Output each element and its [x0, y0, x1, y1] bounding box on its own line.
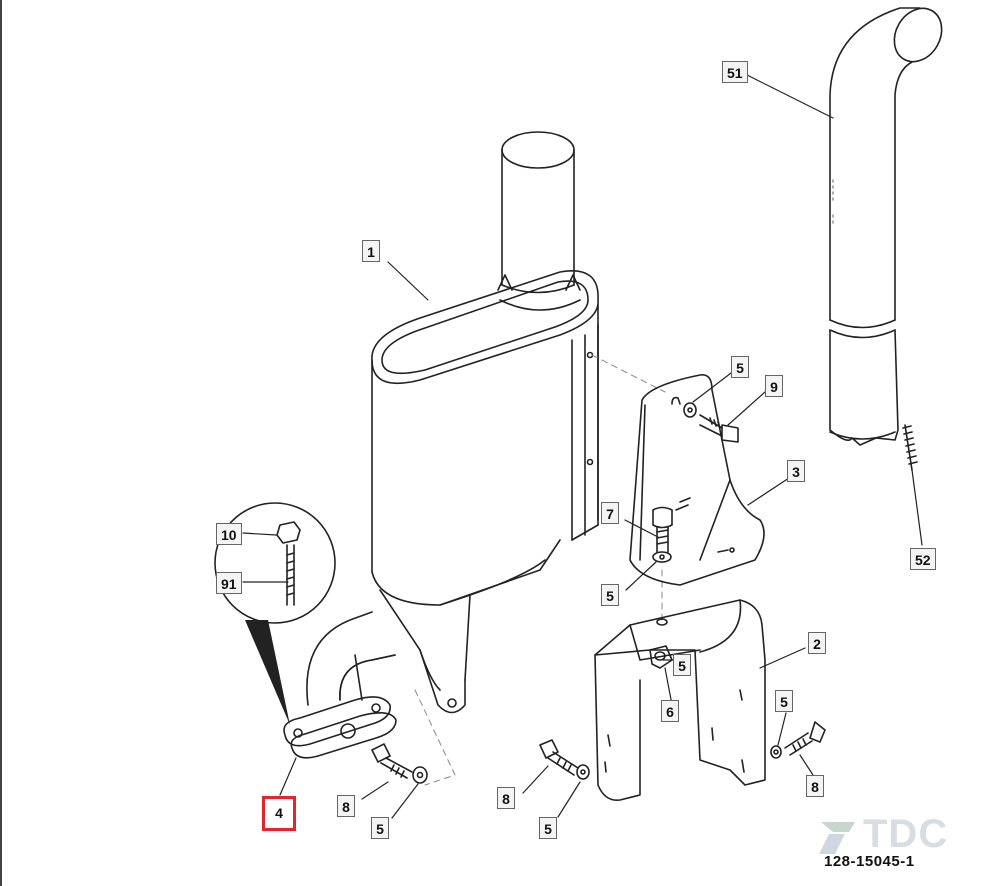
- callout-7[interactable]: 7: [601, 502, 619, 524]
- callout-8-left[interactable]: 8: [337, 795, 355, 817]
- callout-10[interactable]: 10: [216, 523, 242, 545]
- clamp-spring: [902, 424, 918, 471]
- logo-text: TDC: [863, 812, 949, 856]
- callout-9[interactable]: 9: [765, 375, 783, 397]
- callout-91[interactable]: 91: [216, 572, 242, 594]
- tail-pipe: [829, 7, 943, 446]
- figure-id: 128-15045-1: [824, 853, 915, 870]
- callout-3[interactable]: 3: [787, 460, 805, 482]
- callout-2[interactable]: 2: [808, 632, 826, 654]
- tdc-logo: TDC: [815, 812, 995, 858]
- muffler-body: [306, 131, 599, 714]
- callout-5-right[interactable]: 5: [775, 690, 793, 712]
- callout-5-upper[interactable]: 5: [731, 356, 749, 378]
- bolt-and-washer-upper: [683, 402, 739, 443]
- lower-bracket: [594, 599, 766, 802]
- callout-1[interactable]: 1: [362, 240, 380, 262]
- alignment-guides: [414, 354, 666, 786]
- nut: [649, 645, 673, 669]
- bolt-and-washer-right: [770, 721, 826, 759]
- leader-lines: [242, 74, 923, 819]
- tdc-logo-icon: [819, 822, 855, 854]
- callout-5-center[interactable]: 5: [539, 817, 557, 839]
- page-border: [0, 0, 2, 886]
- callout-5-bracket[interactable]: 5: [601, 584, 619, 606]
- detail-inset: [214, 502, 336, 725]
- callout-6[interactable]: 6: [661, 700, 679, 722]
- callout-5-nut[interactable]: 5: [673, 654, 691, 676]
- callout-8-right[interactable]: 8: [806, 775, 824, 797]
- callout-52[interactable]: 52: [910, 548, 936, 570]
- callout-8-center[interactable]: 8: [497, 787, 515, 809]
- callout-51[interactable]: 51: [722, 61, 748, 83]
- bolt-and-washer-middle: [652, 506, 673, 563]
- callout-5-left[interactable]: 5: [371, 817, 389, 839]
- upper-bracket: [629, 373, 765, 586]
- flange-gasket: [283, 696, 397, 759]
- callout-4-selected[interactable]: 4: [262, 796, 296, 831]
- bolt-and-washer-center: [539, 739, 590, 780]
- bolt-and-washer-left: [371, 743, 428, 784]
